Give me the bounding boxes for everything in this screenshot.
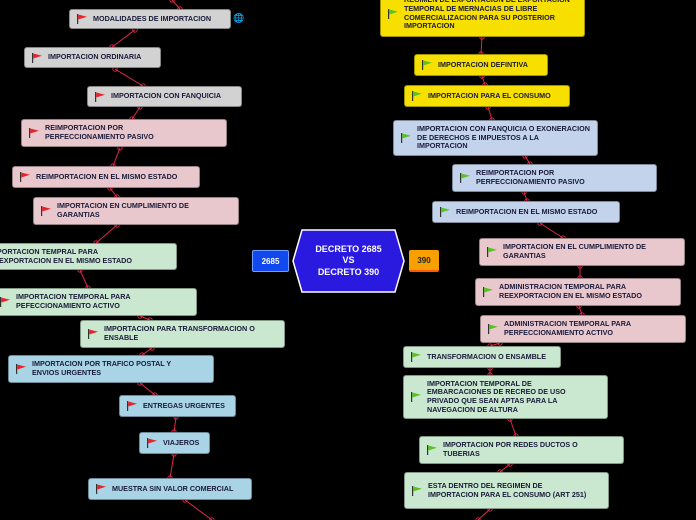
node-label: ADMINISTRACION TEMPORAL PARA PERFECCIONA… [504,319,631,337]
node-importacion-trafico-postal[interactable]: IMPORTACION POR TRAFICO POSTAL Y ENVIOS … [8,355,214,383]
node-label: IMPORTACION POR REDES DUCTOS O TUBERIAS [443,440,578,458]
node-reimportacion-perfeccionamiento[interactable]: REIMPORTACION POR PERFECCIONAMIENTO PASI… [21,119,227,147]
node-label: VIAJEROS [163,437,200,447]
node-label: REGIMEN DE EXPORTACION DE EXPORTACION TE… [404,0,570,31]
node-importacion-temporal-reexportacion[interactable]: IMPORTACION TEMPRAL PARA REEXPORTACION E… [0,243,177,270]
node-label: IMPORTACION EN CUMPLIMIENTO DE GARANTIAS [57,201,189,219]
central-line-2: VS [342,255,355,266]
node-label: IMPORTACION TEMPORAL PARA PEFECCIONAMIEN… [16,292,131,310]
node-label: ESTA DENTRO DEL REGIMEN DE IMPORTACION P… [428,480,587,499]
node-label: IMPORTACION PARA TRANSFORMACION O ENSABL… [104,324,255,342]
node-label: IMPORTACION POR TRAFICO POSTAL Y ENVIOS … [32,359,172,377]
node-label: REIMPORTACION POR PERFECCIONAMIENTO PASI… [476,168,585,186]
node-importacion-franquicia[interactable]: IMPORTACION CON FANQUICIA [87,86,242,107]
node-label: IMPORTACION EN EL CUMPLIMIENTO DE GARANT… [503,242,646,260]
node-reimportacion-mismo-estado[interactable]: REIMPORTACION EN EL MISMO ESTADO [12,166,200,188]
badge-390[interactable]: 390 [409,250,439,272]
node-label: MODALIDADES DE IMPORTACION [93,13,212,23]
connector-link [112,66,146,89]
green-flag-icon [483,287,493,297]
central-title: DECRETO 2685 VS DECRETO 390 [292,229,405,293]
green-flag-icon [427,445,437,455]
node-transformacion-ensamble[interactable]: TRANSFORMACION O ENSAMBLE [403,346,561,368]
node-label: IMPORTACION PARA EL CONSUMO [428,90,551,100]
green-flag-icon [412,485,422,496]
connector-link [110,145,123,169]
red-flag-icon [147,438,157,448]
green-flag-icon [411,392,421,402]
node-muestra-sin-valor[interactable]: MUESTRA SIN VALOR COMERCIAL [88,478,252,500]
node-administracion-temporal-perfeccionamiento[interactable]: ADMINISTRACION TEMPORAL PARA PERFECCIONA… [480,315,686,343]
green-flag-icon [411,352,421,362]
green-flag-icon [401,133,411,143]
red-flag-icon [88,329,98,339]
green-flag-icon [388,9,398,19]
node-importacion-ordinaria[interactable]: IMPORTACION ORDINARIA [24,47,161,68]
node-label: IMPORTACION CON FANQUICIA O EXONERACION … [417,124,590,151]
node-label: IMPORTACION TEMPORAL DE EMBARCACIONES DE… [427,378,566,414]
node-label: REIMPORTACION EN EL MISMO ESTADO [36,171,178,181]
red-flag-icon [16,364,26,374]
node-label: ADMINISTRACION TEMPORAL PARA REEXPORTACI… [499,282,642,300]
node-regimen-exportacion-temporal[interactable]: REGIMEN DE EXPORTACION DE EXPORTACION TE… [380,0,585,37]
green-flag-icon [422,60,432,70]
node-label: IMPORTACION DEFINTIVA [438,59,528,69]
node-reimportacion-mismo-estado-390[interactable]: REIMPORTACION EN EL MISMO ESTADO [432,201,620,223]
green-flag-icon [440,207,450,217]
connector-link [109,27,138,50]
node-label: ENTREGAS URGENTES [143,400,225,410]
node-importacion-temporal-perfeccionamiento[interactable]: IMPORTACION TEMPORAL PARA PEFECCIONAMIEN… [0,288,197,316]
connector-link [77,267,91,291]
node-label: IMPORTACION TEMPRAL PARA REEXPORTACION E… [0,246,132,265]
node-regimen-consumo-art251[interactable]: ESTA DENTRO DEL REGIMEN DE IMPORTACION P… [404,472,609,509]
node-importacion-garantias-390[interactable]: IMPORTACION EN EL CUMPLIMIENTO DE GARANT… [479,238,685,266]
node-importacion-redes-ductos[interactable]: IMPORTACION POR REDES DUCTOS O TUBERIAS [419,436,624,464]
red-flag-icon [41,206,51,216]
green-flag-icon [460,173,470,183]
red-flag-icon [77,14,87,24]
red-flag-icon [127,401,137,411]
node-label: IMPORTACION CON FANQUICIA [111,91,222,101]
red-flag-icon [20,172,30,182]
green-flag-icon [412,91,422,101]
green-flag-icon [488,324,498,334]
central-line-3: DECRETO 390 [317,266,380,277]
node-entregas-urgentes[interactable]: ENTREGAS URGENTES [119,395,236,417]
connector-link [167,451,177,481]
node-importacion-definitiva[interactable]: IMPORTACION DEFINTIVA [414,54,548,76]
node-label: REIMPORTACION EN EL MISMO ESTADO [456,206,598,216]
node-label: IMPORTACION ORDINARIA [48,52,142,62]
red-flag-icon [0,297,11,307]
node-importacion-temporal-embarcaciones[interactable]: IMPORTACION TEMPORAL DE EMBARCACIONES DE… [403,375,608,419]
node-importacion-garantias[interactable]: IMPORTACION EN CUMPLIMIENTO DE GARANTIAS [33,197,239,225]
connector-link [478,34,485,57]
central-topic[interactable]: DECRETO 2685 VS DECRETO 390 [292,229,405,293]
node-importacion-franquicia-exoneracion[interactable]: IMPORTACION CON FANQUICIA O EXONERACION … [393,120,598,156]
node-administracion-temporal-reexportacion[interactable]: ADMINISTRACION TEMPORAL PARA REEXPORTACI… [475,278,681,306]
node-importacion-transformacion[interactable]: IMPORTACION PARA TRANSFORMACION O ENSABL… [80,320,285,348]
node-reimportacion-perfeccionamiento-390[interactable]: REIMPORTACION POR PERFECCIONAMIENTO PASI… [452,164,657,192]
red-flag-icon [96,484,106,494]
central-line-1: DECRETO 2685 [315,244,382,255]
globe-icon[interactable]: 🌐 [233,13,245,23]
node-label: REIMPORTACION POR PERFECCIONAMIENTO PASI… [45,123,154,141]
connector-link [507,416,519,439]
red-flag-icon [29,128,39,138]
red-flag-icon [95,91,105,102]
badge-2685[interactable]: 2685 [252,250,289,272]
node-label: TRANSFORMACION O ENSAMBLE [427,351,546,361]
node-importacion-consumo[interactable]: IMPORTACION PARA EL CONSUMO [404,85,570,107]
central-hexagon [292,229,405,293]
green-flag-icon [487,247,497,257]
connector-link [93,222,120,246]
node-label: MUESTRA SIN VALOR COMERCIAL [112,483,234,493]
red-flag-icon [32,52,42,63]
node-modalidades-importacion[interactable]: MODALIDADES DE IMPORTACION [69,9,231,29]
connector-link [182,497,215,520]
node-viajeros[interactable]: VIAJEROS [139,432,210,454]
